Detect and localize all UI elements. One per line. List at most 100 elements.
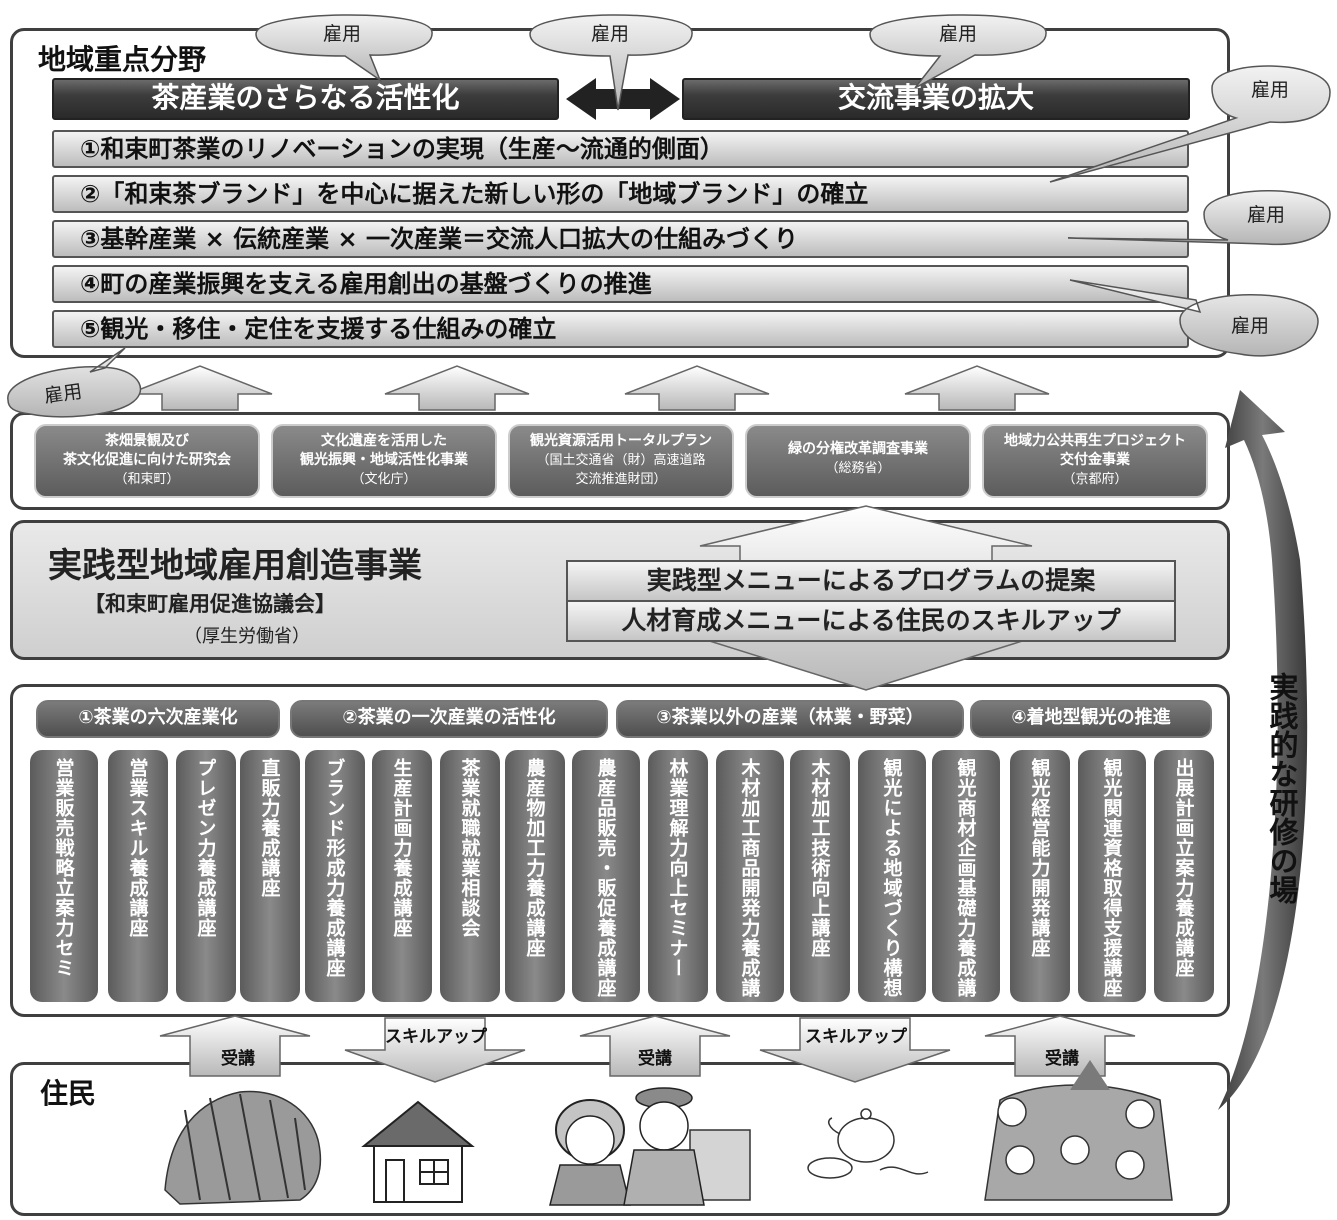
course-column: 林業理解力向上セミナー — [648, 750, 708, 1002]
attend-label: 受講 — [221, 1048, 255, 1069]
employment-project-title: 実践型地域雇用創造事業 — [48, 546, 422, 586]
course-column: 営業スキル養成講座 — [108, 750, 168, 1002]
course-title: 営業スキル養成講座 — [126, 758, 149, 938]
speech-bubble-icon: 雇用 — [7, 347, 142, 418]
course-column: ブランド形成力養成講座 — [305, 750, 365, 1002]
residents-label: 住民 — [40, 1077, 97, 1110]
course-column: 農産品販売・販促養成講座 — [572, 750, 640, 1002]
course-column: 生産計画力養成講座 — [372, 750, 432, 1002]
course-title: ブランド形成力養成講座 — [323, 758, 346, 978]
project-line1: 茶畑景観及び — [105, 433, 189, 449]
category-1: ①茶業の六次産業化 — [36, 700, 280, 738]
course-column: 観光関連資格取得支援講座 — [1078, 750, 1146, 1002]
project-line1: 地域力公共再生プロジェクト — [1004, 433, 1186, 449]
attend-arrows — [159, 1015, 1136, 1077]
course-title: 農産物加工力養成講座 — [523, 758, 546, 958]
attend-label: 受講 — [1045, 1048, 1079, 1069]
project-sub: （京都府） — [1062, 472, 1128, 487]
category-4: ④着地型観光の推進 — [970, 700, 1212, 738]
course-title: 観光経営能力開発講座 — [1028, 758, 1051, 958]
course-column: 農産物加工力養成講座 — [505, 750, 565, 1002]
course-title: 木材加工技術向上講座 — [808, 758, 831, 958]
project-line1: 文化遺産を活用した — [321, 433, 447, 449]
practical-menu-box: 実践型メニューによるプログラムの提案 — [566, 560, 1176, 602]
category-2: ②茶業の一次産業の活性化 — [290, 700, 608, 738]
tea-industry-bar: 茶産業のさらなる活性化 — [52, 78, 559, 120]
course-title: プレゼン力養成講座 — [194, 758, 217, 938]
priority-2: ②「和束茶ブランド」を中心に据えた新しい形の「地域ブランド」の確立 — [52, 175, 1189, 213]
course-title: 林業理解力向上セミナー — [666, 758, 689, 978]
course-column: 営業販売戦略立案力セミ — [30, 750, 98, 1002]
exchange-business-bar: 交流事業の拡大 — [682, 78, 1190, 120]
course-title: 農産品販売・販促養成講座 — [594, 758, 617, 998]
skillup-label: スキルアップ — [805, 1026, 908, 1047]
bubble-text: 雇用 — [1247, 204, 1285, 226]
project-line2: 茶文化促進に向けた研究会 — [63, 452, 231, 468]
category-3: ③茶業以外の産業（林業・野菜） — [616, 700, 964, 738]
course-title: 出展計画立案力養成講座 — [1172, 758, 1195, 978]
course-column: 出展計画立案力養成講座 — [1154, 750, 1214, 1002]
project-sub: 交流推進財団） — [575, 472, 667, 487]
course-column: 観光による地域づくり構想 — [858, 750, 926, 1002]
teapot-icon — [807, 1108, 929, 1179]
project-line2: （国土交通省（財）高速道路 — [536, 453, 706, 468]
course-column: 直販力養成講座 — [240, 750, 300, 1002]
bubble-text: 雇用 — [323, 23, 361, 45]
course-title: 茶業就職就業相談会 — [458, 758, 481, 938]
ministry-name: （厚生労働省） — [184, 626, 310, 647]
speech-bubble-icon: 雇用 — [869, 14, 1047, 89]
priority-3: ③基幹産業 × 伝統産業 × 一次産業＝交流人口拡大の仕組みづくり — [52, 220, 1189, 258]
skillup-arrows — [344, 1017, 951, 1083]
course-column: プレゼン力養成講座 — [176, 750, 236, 1002]
course-column: 観光経営能力開発講座 — [1010, 750, 1070, 1002]
priority-4: ④町の産業振興を支える雇用創出の基盤づくりの推進 — [52, 265, 1189, 303]
people-icon — [549, 1087, 751, 1206]
practical-training-label: 実践的な研修の場 — [1265, 672, 1299, 904]
community-icon — [984, 1060, 1173, 1201]
project-line1: 緑の分権改革調査事業 — [788, 441, 928, 457]
course-title: 観光商材企画基礎力養成講 — [954, 758, 977, 998]
course-column: 茶業就職就業相談会 — [440, 750, 500, 1002]
speech-bubble-icon: 雇用 — [1067, 190, 1331, 246]
bubble-text: 雇用 — [1251, 79, 1289, 101]
project-box-5: 地域力公共再生プロジェクト 交付金事業 （京都府） — [982, 424, 1208, 498]
speech-bubble-icon: 雇用 — [1049, 65, 1331, 183]
project-sub: （文化庁） — [351, 472, 417, 487]
bubble-text: 雇用 — [43, 381, 84, 408]
tea-field-icon — [164, 1090, 322, 1205]
course-title: 生産計画力養成講座 — [390, 758, 413, 938]
project-line2: 交付金事業 — [1060, 452, 1130, 468]
house-icon — [361, 1100, 475, 1203]
priority-1: ①和束町茶業のリノベーションの実現（生産～流通的側面） — [52, 130, 1189, 168]
course-title: 営業販売戦略立案力セミ — [52, 758, 75, 978]
speech-bubble-icon: 雇用 — [1069, 279, 1319, 357]
skillup-label: スキルアップ — [385, 1026, 488, 1047]
bubble-text: 雇用 — [939, 23, 977, 45]
project-sub: （和束町） — [114, 472, 180, 487]
project-box-4: 緑の分権改革調査事業 （総務省） — [745, 424, 971, 498]
speech-bubble-icon: 雇用 — [529, 14, 693, 111]
course-column: 木材加工技術向上講座 — [790, 750, 850, 1002]
project-line2: 観光振興・地域活性化事業 — [300, 452, 468, 468]
course-title: 観光関連資格取得支援講座 — [1100, 758, 1123, 998]
course-title: 木材加工商品開発力養成講 — [738, 758, 761, 998]
bubble-text: 雇用 — [591, 23, 629, 45]
course-column: 木材加工商品開発力養成講 — [716, 750, 784, 1002]
speech-bubble-icon: 雇用 — [255, 14, 433, 83]
double-arrow-icon — [566, 78, 680, 120]
course-column: 観光商材企画基礎力養成講 — [932, 750, 1000, 1002]
training-menu-box: 人材育成メニューによる住民のスキルアップ — [566, 600, 1176, 642]
project-line1: 観光資源活用トータルプラン — [530, 433, 712, 449]
priority-areas-title: 地域重点分野 — [38, 43, 207, 76]
training-loop-arrow — [1218, 390, 1308, 1180]
employment-bubbles: 雇用 雇用 雇用 雇用 雇用 雇用 雇用 — [7, 14, 1331, 418]
course-title: 直販力養成講座 — [258, 758, 281, 898]
project-box-3: 観光資源活用トータルプラン （国土交通省（財）高速道路 交流推進財団） — [508, 424, 734, 498]
up-arrows — [127, 365, 1050, 411]
project-line2: （総務省） — [825, 461, 891, 476]
project-box-2: 文化遺産を活用した 観光振興・地域活性化事業 （文化庁） — [271, 424, 497, 498]
council-name: 【和束町雇用促進協議会】 — [84, 592, 336, 616]
course-title: 観光による地域づくり構想 — [880, 758, 903, 998]
attend-label: 受講 — [638, 1048, 672, 1069]
